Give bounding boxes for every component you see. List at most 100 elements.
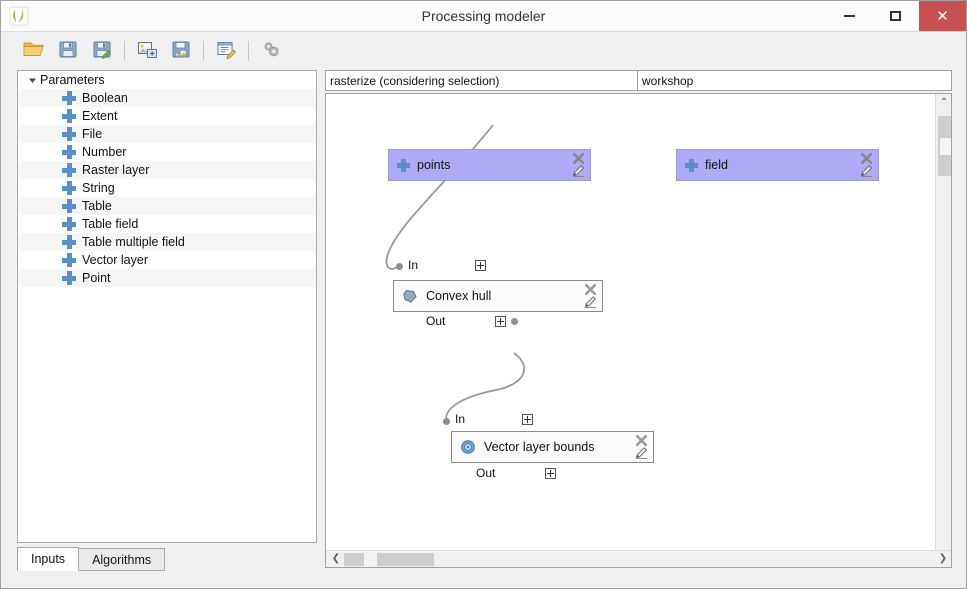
vector-layer-bounds-in-expander[interactable]: [522, 414, 533, 425]
plus-parameter-icon: [685, 158, 698, 172]
scroll-right-arrow-icon[interactable]: ❯: [938, 553, 948, 564]
tree-item-label: Point: [82, 271, 111, 285]
tree-item-table-multiple-field[interactable]: Table multiple field: [18, 233, 316, 251]
convex-hull-in-port-dot[interactable]: [396, 263, 403, 270]
close-x-icon[interactable]: [572, 152, 585, 165]
tree-item-table-field[interactable]: Table field: [18, 215, 316, 233]
minimize-button[interactable]: [827, 1, 872, 31]
run-model-button[interactable]: [254, 36, 288, 66]
vertical-scroll-grip: [940, 138, 951, 155]
tree-item-file[interactable]: File: [18, 125, 316, 143]
vector-layer-bounds-out-expander[interactable]: [545, 468, 556, 479]
plus-parameter-icon: [62, 217, 76, 231]
model-canvas[interactable]: points: [326, 94, 936, 552]
export-pdf-icon: [171, 39, 192, 64]
pencil-edit-icon[interactable]: [859, 163, 874, 178]
tab-algorithms[interactable]: Algorithms: [79, 548, 166, 571]
tree-item-label: Vector layer: [82, 253, 149, 267]
convex-hull-out-port-dot[interactable]: [511, 318, 518, 325]
title-bar: Processing modeler ✕: [1, 1, 966, 32]
tree-item-label: Number: [82, 145, 127, 159]
tree-item-boolean[interactable]: Boolean: [18, 89, 316, 107]
tree-root-parameters[interactable]: Parameters: [18, 71, 316, 89]
canvas-horizontal-scrollbar[interactable]: ❮ ❯: [326, 550, 951, 567]
maximize-button[interactable]: [873, 1, 918, 31]
model-group-input[interactable]: workshop: [638, 70, 952, 91]
model-name-input[interactable]: rasterize (considering selection): [325, 70, 638, 91]
toolbar-separator: [124, 41, 125, 61]
vertical-scroll-thumb[interactable]: [938, 116, 951, 176]
close-button[interactable]: ✕: [919, 1, 966, 31]
canvas-node-points[interactable]: points: [388, 149, 591, 181]
save-model-button[interactable]: [51, 36, 85, 66]
tree-item-vector-layer[interactable]: Vector layer: [18, 251, 316, 269]
edit-help-icon: [216, 39, 237, 64]
tree-item-raster-layer[interactable]: Raster layer: [18, 161, 316, 179]
plus-parameter-icon: [62, 235, 76, 249]
tree-item-label: Table field: [82, 217, 139, 231]
model-editor-panel: rasterize (considering selection) worksh…: [325, 70, 952, 568]
export-pdf-button[interactable]: [164, 36, 198, 66]
folder-open-icon: [23, 39, 45, 64]
vector-layer-bounds-in-port-dot[interactable]: [443, 418, 450, 425]
page-title: Processing modeler: [421, 8, 546, 24]
pencil-edit-icon[interactable]: [583, 294, 598, 309]
vector-layer-bounds-out-label: Out: [476, 466, 496, 480]
minimize-icon: [844, 15, 855, 17]
canvas-node-field[interactable]: field: [676, 149, 879, 181]
plus-parameter-icon: [62, 253, 76, 267]
plus-parameter-icon: [62, 181, 76, 195]
pencil-edit-icon[interactable]: [571, 163, 586, 178]
tree-item-point[interactable]: Point: [18, 269, 316, 287]
vector-bounds-gear-icon: [460, 439, 476, 455]
triangle-expanded-icon[interactable]: [26, 71, 38, 89]
toolbar-separator: [248, 41, 249, 61]
tree-item-string[interactable]: String: [18, 179, 316, 197]
model-meta-fields: rasterize (considering selection) worksh…: [325, 70, 952, 91]
tree-item-number[interactable]: Number: [18, 143, 316, 161]
toolbar-separator: [203, 41, 204, 61]
plus-parameter-icon: [62, 127, 76, 141]
close-x-icon[interactable]: [584, 283, 597, 296]
canvas-node-convex-hull-label: Convex hull: [426, 289, 492, 303]
export-image-icon: [137, 39, 158, 64]
canvas-vertical-scrollbar[interactable]: ⌃: [935, 94, 951, 552]
scroll-left-arrow-icon[interactable]: ❮: [331, 553, 341, 564]
plus-parameter-icon: [62, 91, 76, 105]
canvas-node-vector-layer-bounds-label: Vector layer bounds: [484, 440, 595, 454]
scroll-up-arrow-icon[interactable]: ⌃: [939, 97, 949, 108]
edit-help-button[interactable]: [209, 36, 243, 66]
convex-hull-out-expander[interactable]: [495, 316, 506, 327]
canvas-node-vector-layer-bounds[interactable]: Vector layer bounds: [451, 431, 654, 463]
convex-hull-in-expander[interactable]: [475, 260, 486, 271]
tree-root-label: Parameters: [40, 73, 105, 87]
export-image-button[interactable]: [130, 36, 164, 66]
main-toolbar: [1, 32, 966, 70]
save-model-as-button[interactable]: [85, 36, 119, 66]
tab-inputs[interactable]: Inputs: [17, 547, 80, 571]
tab-inputs-label: Inputs: [31, 552, 66, 566]
open-model-button[interactable]: [17, 36, 51, 66]
pencil-edit-icon[interactable]: [634, 445, 649, 460]
tab-algorithms-label: Algorithms: [92, 552, 152, 567]
close-x-icon[interactable]: [635, 434, 648, 447]
plus-parameter-icon: [397, 158, 410, 172]
model-canvas-frame: points: [325, 93, 952, 568]
canvas-node-field-label: field: [705, 158, 728, 172]
tree-item-label: Boolean: [82, 91, 128, 105]
tree-item-table[interactable]: Table: [18, 197, 316, 215]
panel-tabs: Inputs Algorithms: [17, 547, 317, 571]
run-gears-icon: [261, 39, 281, 64]
floppy-save-icon: [58, 39, 78, 64]
canvas-node-convex-hull[interactable]: Convex hull: [393, 280, 603, 312]
tree-item-extent[interactable]: Extent: [18, 107, 316, 125]
tree-item-label: File: [82, 127, 103, 141]
tree-item-label: Extent: [82, 109, 118, 123]
close-x-icon[interactable]: [860, 152, 873, 165]
plus-parameter-icon: [62, 199, 76, 213]
horizontal-scroll-thumb[interactable]: [344, 553, 434, 566]
